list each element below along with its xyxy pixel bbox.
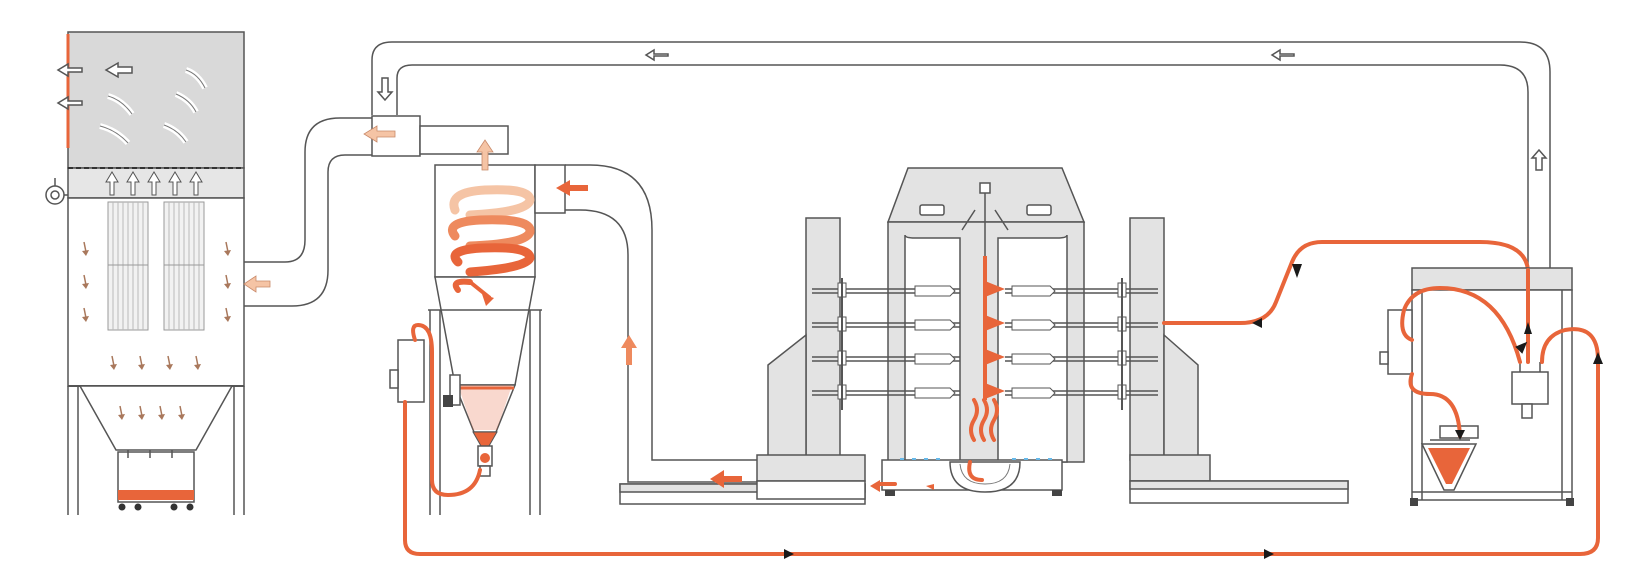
powder-feed-center bbox=[403, 267, 1603, 559]
air-arrow-left-icon bbox=[644, 48, 669, 62]
powder-arrow-down-icon bbox=[158, 405, 165, 420]
filter-up-arrows bbox=[105, 171, 203, 196]
cyclone-to-filter-duct bbox=[243, 115, 509, 307]
powder-arrow-down-icon bbox=[224, 307, 231, 322]
powder-arrow-down-icon bbox=[224, 274, 231, 289]
air-arrow-up-icon bbox=[1530, 148, 1548, 171]
powder-arrow-down-icon bbox=[178, 405, 185, 420]
air-arrow-up-icon bbox=[168, 171, 182, 196]
powder-supply-hose bbox=[1162, 240, 1530, 328]
powder-mist-icon bbox=[969, 398, 999, 442]
filter-cartridge bbox=[163, 201, 205, 331]
spray-gun-row bbox=[812, 383, 1158, 400]
air-arrow-left-icon bbox=[363, 125, 396, 143]
powder-arrow-down-icon bbox=[82, 274, 89, 289]
powder-arrow-down-icon bbox=[82, 241, 89, 256]
spray-gun-rows bbox=[812, 278, 1158, 410]
air-arrow-up-icon bbox=[105, 171, 119, 196]
powder-arrow-left-icon bbox=[710, 470, 742, 488]
cyclone-spiral-icon bbox=[448, 185, 535, 306]
powder-arrow-down-icon bbox=[82, 307, 89, 322]
cyclone-separator bbox=[428, 139, 588, 515]
powder-arrow-down-icon bbox=[224, 241, 231, 256]
air-arrow-left-icon bbox=[243, 275, 271, 293]
air-arrow-left-icon bbox=[104, 61, 133, 79]
spray-gun-row bbox=[812, 281, 1158, 298]
powder-arrow-down-icon bbox=[166, 355, 173, 370]
cyclone-control-box bbox=[389, 323, 482, 497]
air-arrow-left-icon bbox=[1270, 48, 1295, 62]
filter-cartridge bbox=[107, 201, 149, 331]
filter-brown-arrows bbox=[82, 241, 231, 420]
exhaust-arrow-icon bbox=[56, 62, 83, 78]
air-curve-arrow-icon bbox=[162, 122, 189, 144]
exhaust-arrow-icon bbox=[56, 95, 83, 111]
air-arrow-up-icon bbox=[126, 171, 140, 196]
spray-booth bbox=[756, 167, 1349, 504]
air-arrow-up-icon bbox=[476, 139, 494, 171]
pressure-gauge-icon bbox=[45, 178, 68, 205]
gun-mount-posts bbox=[841, 278, 1123, 410]
powder-collection-bin bbox=[117, 450, 195, 511]
air-curve-arrow-icon bbox=[174, 91, 199, 114]
powder-arrow-up-icon bbox=[621, 335, 637, 365]
air-curve-arrow-icon bbox=[184, 67, 208, 90]
spray-gun-row bbox=[812, 349, 1158, 366]
spray-gun-row bbox=[812, 315, 1158, 332]
air-arrow-up-icon bbox=[189, 171, 203, 196]
powder-arrow-down-icon bbox=[118, 405, 125, 420]
air-curve-arrow-icon bbox=[99, 123, 131, 146]
cartridge-filter-unit bbox=[45, 31, 245, 515]
air-return-duct bbox=[371, 41, 1551, 270]
powder-arrow-left-icon bbox=[556, 180, 588, 196]
powder-arrow-down-icon bbox=[194, 355, 201, 370]
air-curve-arrow-icon bbox=[107, 93, 135, 116]
powder-arrow-down-icon bbox=[110, 355, 117, 370]
air-arrow-up-icon bbox=[147, 171, 161, 196]
air-arrow-down-icon bbox=[376, 77, 394, 102]
powder-arrow-down-icon bbox=[138, 355, 145, 370]
powder-arrow-down-icon bbox=[138, 405, 145, 420]
